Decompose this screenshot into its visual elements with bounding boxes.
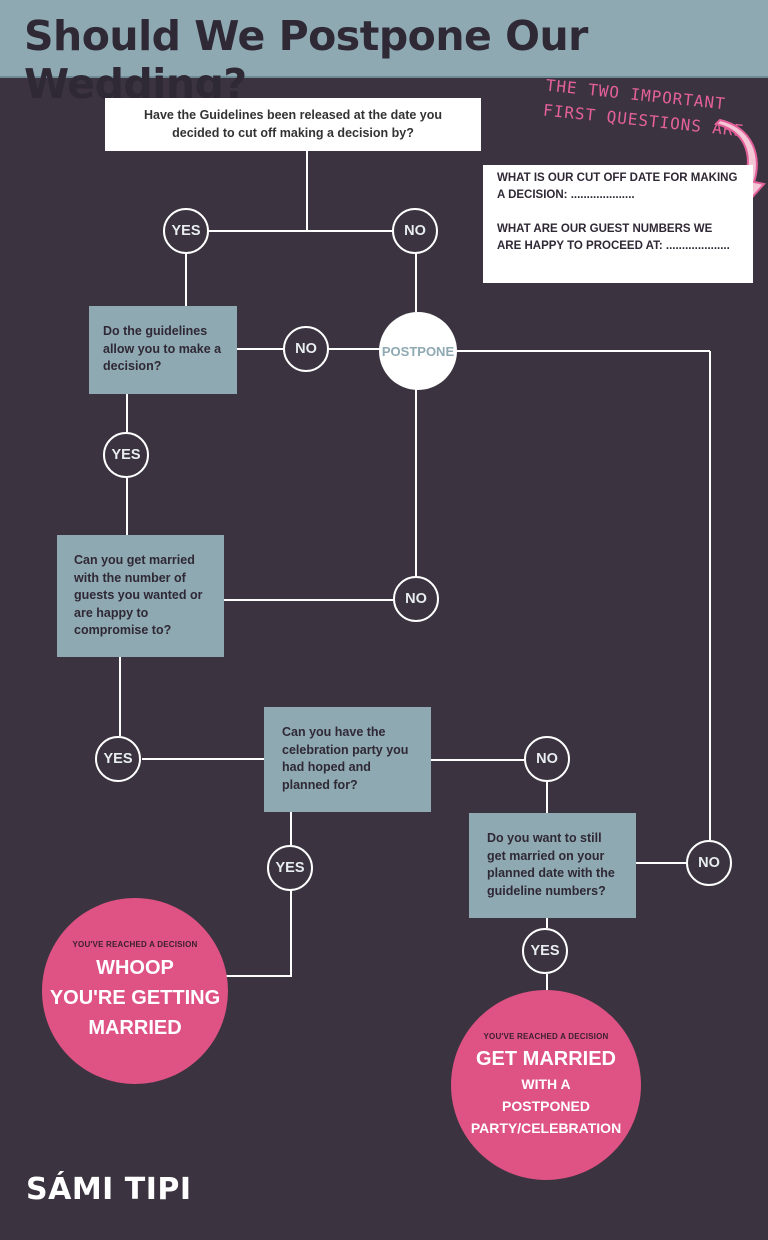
no-node-2: NO xyxy=(283,326,329,372)
note-cutoff-date: WHAT IS OUR CUT OFF DATE FOR MAKING A DE… xyxy=(497,172,738,201)
question-planned-date: Do you want to still get married on your… xyxy=(469,813,636,918)
no-node-3: NO xyxy=(393,576,439,622)
page-title: Should We Postpone Our Wedding? xyxy=(24,12,588,108)
header-banner: Should We Postpone Our Wedding? xyxy=(0,0,768,108)
no-node-1: NO xyxy=(392,208,438,254)
no-node-5: NO xyxy=(686,840,732,886)
first-questions-note: WHAT IS OUR CUT OFF DATE FOR MAKING A DE… xyxy=(483,165,753,283)
question-celebration-party: Can you have the celebration party you h… xyxy=(264,707,431,812)
yes-node-5: YES xyxy=(522,928,568,974)
yes-node-3: YES xyxy=(95,736,141,782)
yes-node-2: YES xyxy=(103,432,149,478)
question-guidelines-allow: Do the guidelines allow you to make a de… xyxy=(89,306,237,394)
yes-node-4: YES xyxy=(267,845,313,891)
note-guest-numbers: WHAT ARE OUR GUEST NUMBERS WE ARE HAPPY … xyxy=(497,223,730,252)
yes-node-1: YES xyxy=(163,208,209,254)
outcome-getting-married: YOU'VE REACHED A DECISION WHOOP YOU'RE G… xyxy=(42,898,228,1084)
question-guest-numbers: Can you get married with the number of g… xyxy=(57,535,224,657)
brand-logo: SÁMI TIPI xyxy=(26,1172,192,1207)
no-node-4: NO xyxy=(524,736,570,782)
outcome-postponed-party: YOU'VE REACHED A DECISION GET MARRIED WI… xyxy=(451,990,641,1180)
postpone-node: POSTPONE xyxy=(379,312,457,390)
question-guidelines-released: Have the Guidelines been released at the… xyxy=(105,98,481,151)
